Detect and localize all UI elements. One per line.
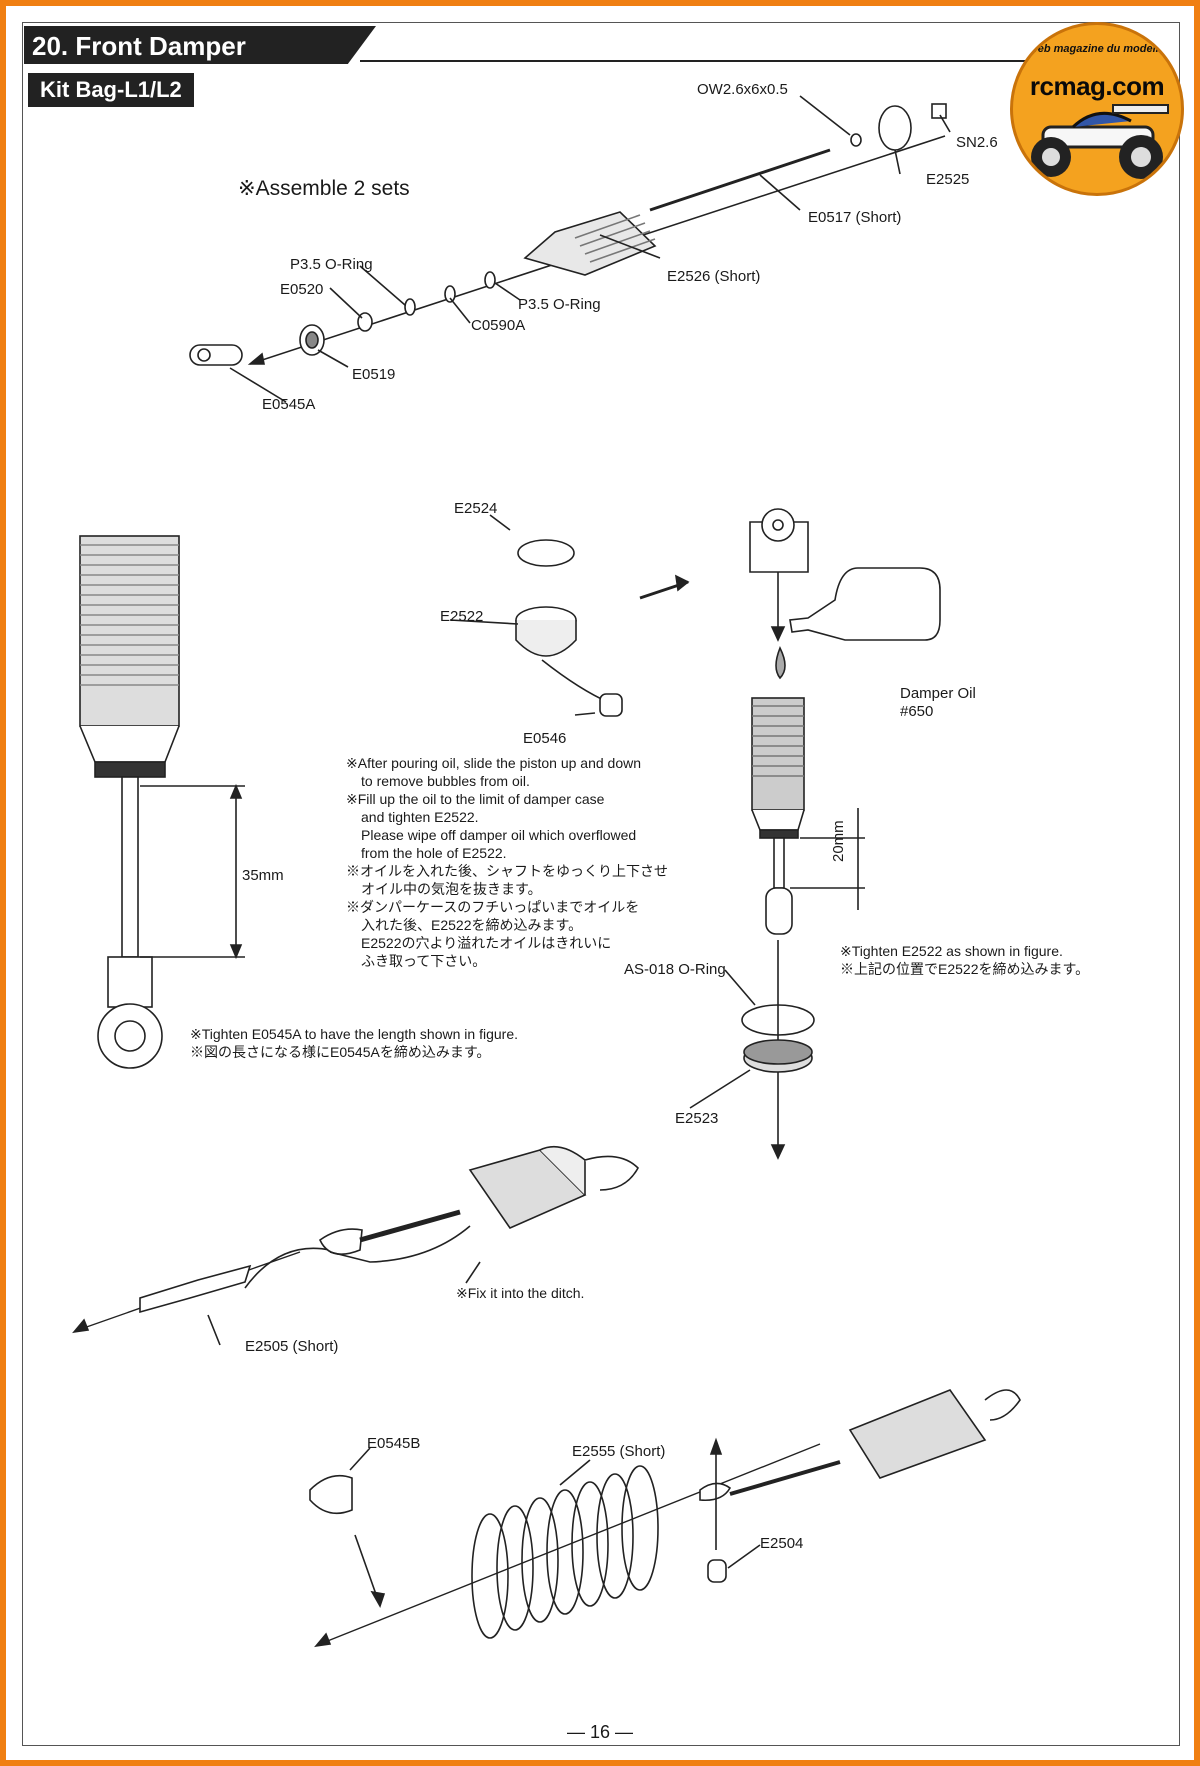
rod-end-bottom <box>699 1482 732 1502</box>
damper-cap-left <box>94 761 166 778</box>
label-oring-top: P3.5 O-Ring <box>290 256 373 273</box>
label-e0545a: E0545A <box>262 396 316 413</box>
damper-case-right <box>751 697 805 811</box>
buggy-icon <box>1031 104 1169 179</box>
label-e2555: E2555 (Short) <box>572 1443 666 1460</box>
rod-end-e0545a <box>189 344 243 366</box>
label-e0520: E0520 <box>280 281 324 298</box>
damper-case-left <box>79 535 180 727</box>
bushing-e0546 <box>599 693 623 717</box>
shaft-e0517 <box>649 148 831 212</box>
piston-e2525 <box>878 105 912 151</box>
spring-e2555 <box>471 1465 659 1639</box>
label-e2526: E2526 (Short) <box>667 268 761 285</box>
boot-e2505 <box>139 1264 252 1314</box>
oil-bottle <box>789 567 941 641</box>
rod-end-left <box>107 956 153 1008</box>
oil-note-line: ※After pouring oil, slide the piston up … <box>346 755 642 771</box>
oil-note-line: to remove bubbles from oil. <box>361 773 530 789</box>
logo-tagline: Le web magazine du modelisme <box>1013 43 1181 55</box>
oring-as018 <box>741 1004 815 1036</box>
label-as018: AS-018 O-Ring <box>624 961 726 978</box>
oil-note-line: ふき取って下さい。 <box>361 953 487 969</box>
washer-ow <box>850 133 862 147</box>
assemble-note: ※Assemble 2 sets <box>238 177 410 200</box>
oil-note-line: from the hole of E2522. <box>361 845 507 861</box>
spring-retainer-e0545b <box>309 1474 353 1515</box>
label-oring-mid: P3.5 O-Ring <box>518 296 601 313</box>
label-e2524: E2524 <box>454 500 498 517</box>
label-e0517: E0517 (Short) <box>808 209 902 226</box>
label-damper-oil: Damper Oil <box>900 685 976 702</box>
oil-note-line: 入れた後、E2522を締め込みます。 <box>361 917 583 933</box>
label-c0590a: C0590A <box>471 317 526 334</box>
oil-note-line: Please wipe off damper oil which overflo… <box>361 827 637 843</box>
label-e2523: E2523 <box>675 1110 719 1127</box>
damper-body-e2526 <box>523 211 657 276</box>
oil-note-line: and tighten E2522. <box>361 809 479 825</box>
label-e2522: E2522 <box>440 608 484 625</box>
dim-20mm-label: 20mm <box>830 820 847 862</box>
oil-drop <box>775 646 786 680</box>
section-title-bar: 20. Front Damper <box>24 26 376 64</box>
oil-instructions-note: ※After pouring oil, slide the piston up … <box>346 754 668 970</box>
label-oil-grade: #650 <box>900 703 934 720</box>
axis-arrow-left <box>247 352 265 365</box>
page-number: — 16 — <box>566 1722 634 1742</box>
label-e2525: E2525 <box>926 171 970 188</box>
cap-e2524 <box>517 539 575 567</box>
oil-note-line: オイル中の気泡を抜きます。 <box>361 881 542 897</box>
rod-end-hole <box>197 348 211 362</box>
nut-sn26 <box>931 103 947 119</box>
kit-bag-tag: Kit Bag-L1/L2 <box>28 73 194 107</box>
dim-35mm-label: 35mm <box>242 867 284 884</box>
label-e0519: E0519 <box>352 366 396 383</box>
tighten-e0545a-note: ※Tighten E0545A to have the length shown… <box>190 1025 518 1061</box>
label-ow: OW2.6x6x0.5 <box>697 81 788 98</box>
section-title: 20. Front Damper <box>32 31 246 61</box>
rod-end-right <box>765 887 793 935</box>
label-e2505: E2505 (Short) <box>245 1338 339 1355</box>
inner-border <box>22 22 1180 1746</box>
note-line: ※Tighten E0545A to have the length shown… <box>190 1026 518 1042</box>
note-line: ※図の長さになる様にE0545Aを締め込みます。 <box>190 1044 491 1060</box>
oil-note-line: ※オイルを入れた後、シャフトをゆっくり上下させ <box>346 863 668 879</box>
oil-note-line: E2522の穴より溢れたオイルはきれいに <box>361 935 612 951</box>
logo-brand: rcmag.com <box>1029 71 1165 101</box>
label-sn: SN2.6 <box>956 134 998 151</box>
oring-mid <box>484 271 496 289</box>
oring-top <box>404 298 416 316</box>
note-line: ※Tighten E2522 as shown in figure. <box>840 943 1063 959</box>
label-e2504: E2504 <box>760 1535 804 1552</box>
damper-body-bottom <box>848 1389 987 1479</box>
rcmag-logo: Le web magazine du modelisme rcmag.com <box>1010 22 1184 196</box>
oil-note-line: ※Fill up the oil to the limit of damper … <box>346 791 605 807</box>
rod-end-mid <box>318 1228 363 1256</box>
note-line: ※上記の位置でE2522を締め込みます。 <box>840 961 1090 977</box>
oil-note-line: ※ダンパーケースのフチいっぱいまでオイルを <box>346 899 640 915</box>
tighten-e2522-note: ※Tighten E2522 as shown in figure. ※上記の位… <box>840 942 1089 978</box>
fix-ditch-note: ※Fix it into the ditch. <box>456 1285 585 1301</box>
label-e0546: E0546 <box>523 730 567 747</box>
title-rule <box>360 60 1160 62</box>
label-e0545b: E0545B <box>367 1435 421 1452</box>
ball-e2504 <box>707 1559 727 1583</box>
shaft-left <box>121 776 139 958</box>
part-c0590a <box>444 285 456 303</box>
